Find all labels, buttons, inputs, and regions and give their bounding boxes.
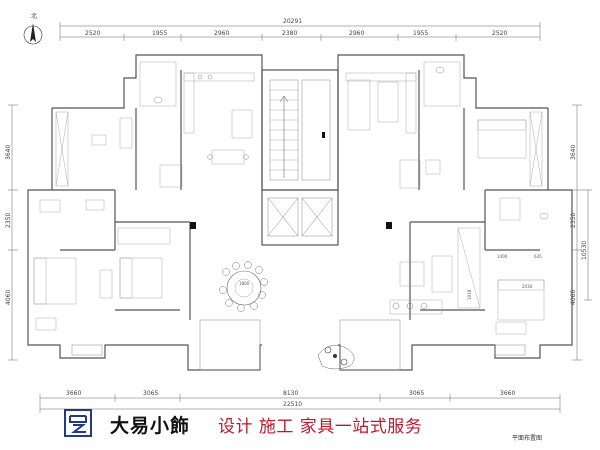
brand-slogan: 设计 施工 家具一站式服务 — [218, 417, 423, 437]
wardrobe-dim: 1918 — [467, 289, 472, 300]
dim-right-3: 4060 — [570, 290, 577, 305]
bed-dim: 2030 — [522, 284, 533, 289]
dim-top-1: 2520 — [85, 30, 100, 37]
dim-right-overall: 10530 — [581, 241, 588, 260]
dim-top-5: 2960 — [349, 30, 364, 37]
dim-right-1: 3640 — [570, 145, 577, 160]
right-dimension-lines: 3640 2350 4060 10530 — [570, 104, 592, 361]
dining-table-dim: 1800 — [239, 281, 250, 286]
dim-bottom-1: 3660 — [66, 390, 81, 397]
dim-top-overall: 20291 — [283, 18, 302, 25]
dim-bottom-4: 3065 — [409, 390, 424, 397]
bedroom-bottom-left — [33, 227, 171, 331]
dim-right-2: 2350 — [570, 213, 577, 228]
sunroom-dividers — [71, 319, 526, 371]
dim-top-7: 2520 — [492, 30, 507, 37]
bottom-dimension-lines: 3660 3065 8130 3065 3660 22510 — [39, 390, 561, 413]
brand-name: 大易小飾 — [110, 415, 191, 437]
left-dimension-lines: 3640 2350 4060 — [5, 104, 18, 361]
bath-dim-2: 635 — [534, 254, 542, 259]
bedroom-top-right — [425, 111, 543, 187]
dim-left-2: 2350 — [5, 213, 12, 228]
bedroom-bottom-right — [457, 227, 545, 335]
study-left — [39, 199, 105, 213]
interior-partitions — [52, 70, 548, 320]
living-set-right: 1400 635 2030 1918 — [389, 254, 542, 315]
structural-columns — [190, 132, 392, 229]
dim-left-1: 3640 — [5, 145, 12, 160]
kitchen-left — [183, 72, 255, 165]
kitchen-right — [345, 72, 417, 134]
brand-logo-icon — [64, 409, 92, 437]
staircase — [269, 79, 331, 181]
dining-set: 1800 — [219, 261, 268, 312]
dim-top-2: 1955 — [152, 30, 167, 37]
balcony-lounge — [317, 344, 355, 370]
dim-left-3: 4060 — [5, 290, 12, 305]
bath-dim-1: 1400 — [497, 254, 508, 259]
dim-bottom-2: 3065 — [143, 390, 158, 397]
plan-caption: 平面布置图 — [512, 435, 543, 442]
dim-top-6: 1955 — [413, 30, 428, 37]
north-label: 北 — [31, 12, 37, 20]
exterior-walls — [27, 54, 573, 371]
dim-bottom-3: 8130 — [283, 390, 298, 397]
top-dimension-lines: 20291 2520 1955 2960 2380 2960 1955 2520 — [59, 18, 541, 41]
bath-fixtures — [139, 61, 549, 221]
dim-top-4: 2380 — [282, 30, 297, 37]
elevator-shafts — [267, 197, 333, 237]
dim-top-3: 2960 — [214, 30, 229, 37]
north-arrow: 北 — [23, 12, 43, 45]
bedroom-top-left — [55, 111, 133, 187]
dim-bottom-overall: 22510 — [283, 401, 302, 408]
dim-bottom-5: 3660 — [500, 390, 515, 397]
